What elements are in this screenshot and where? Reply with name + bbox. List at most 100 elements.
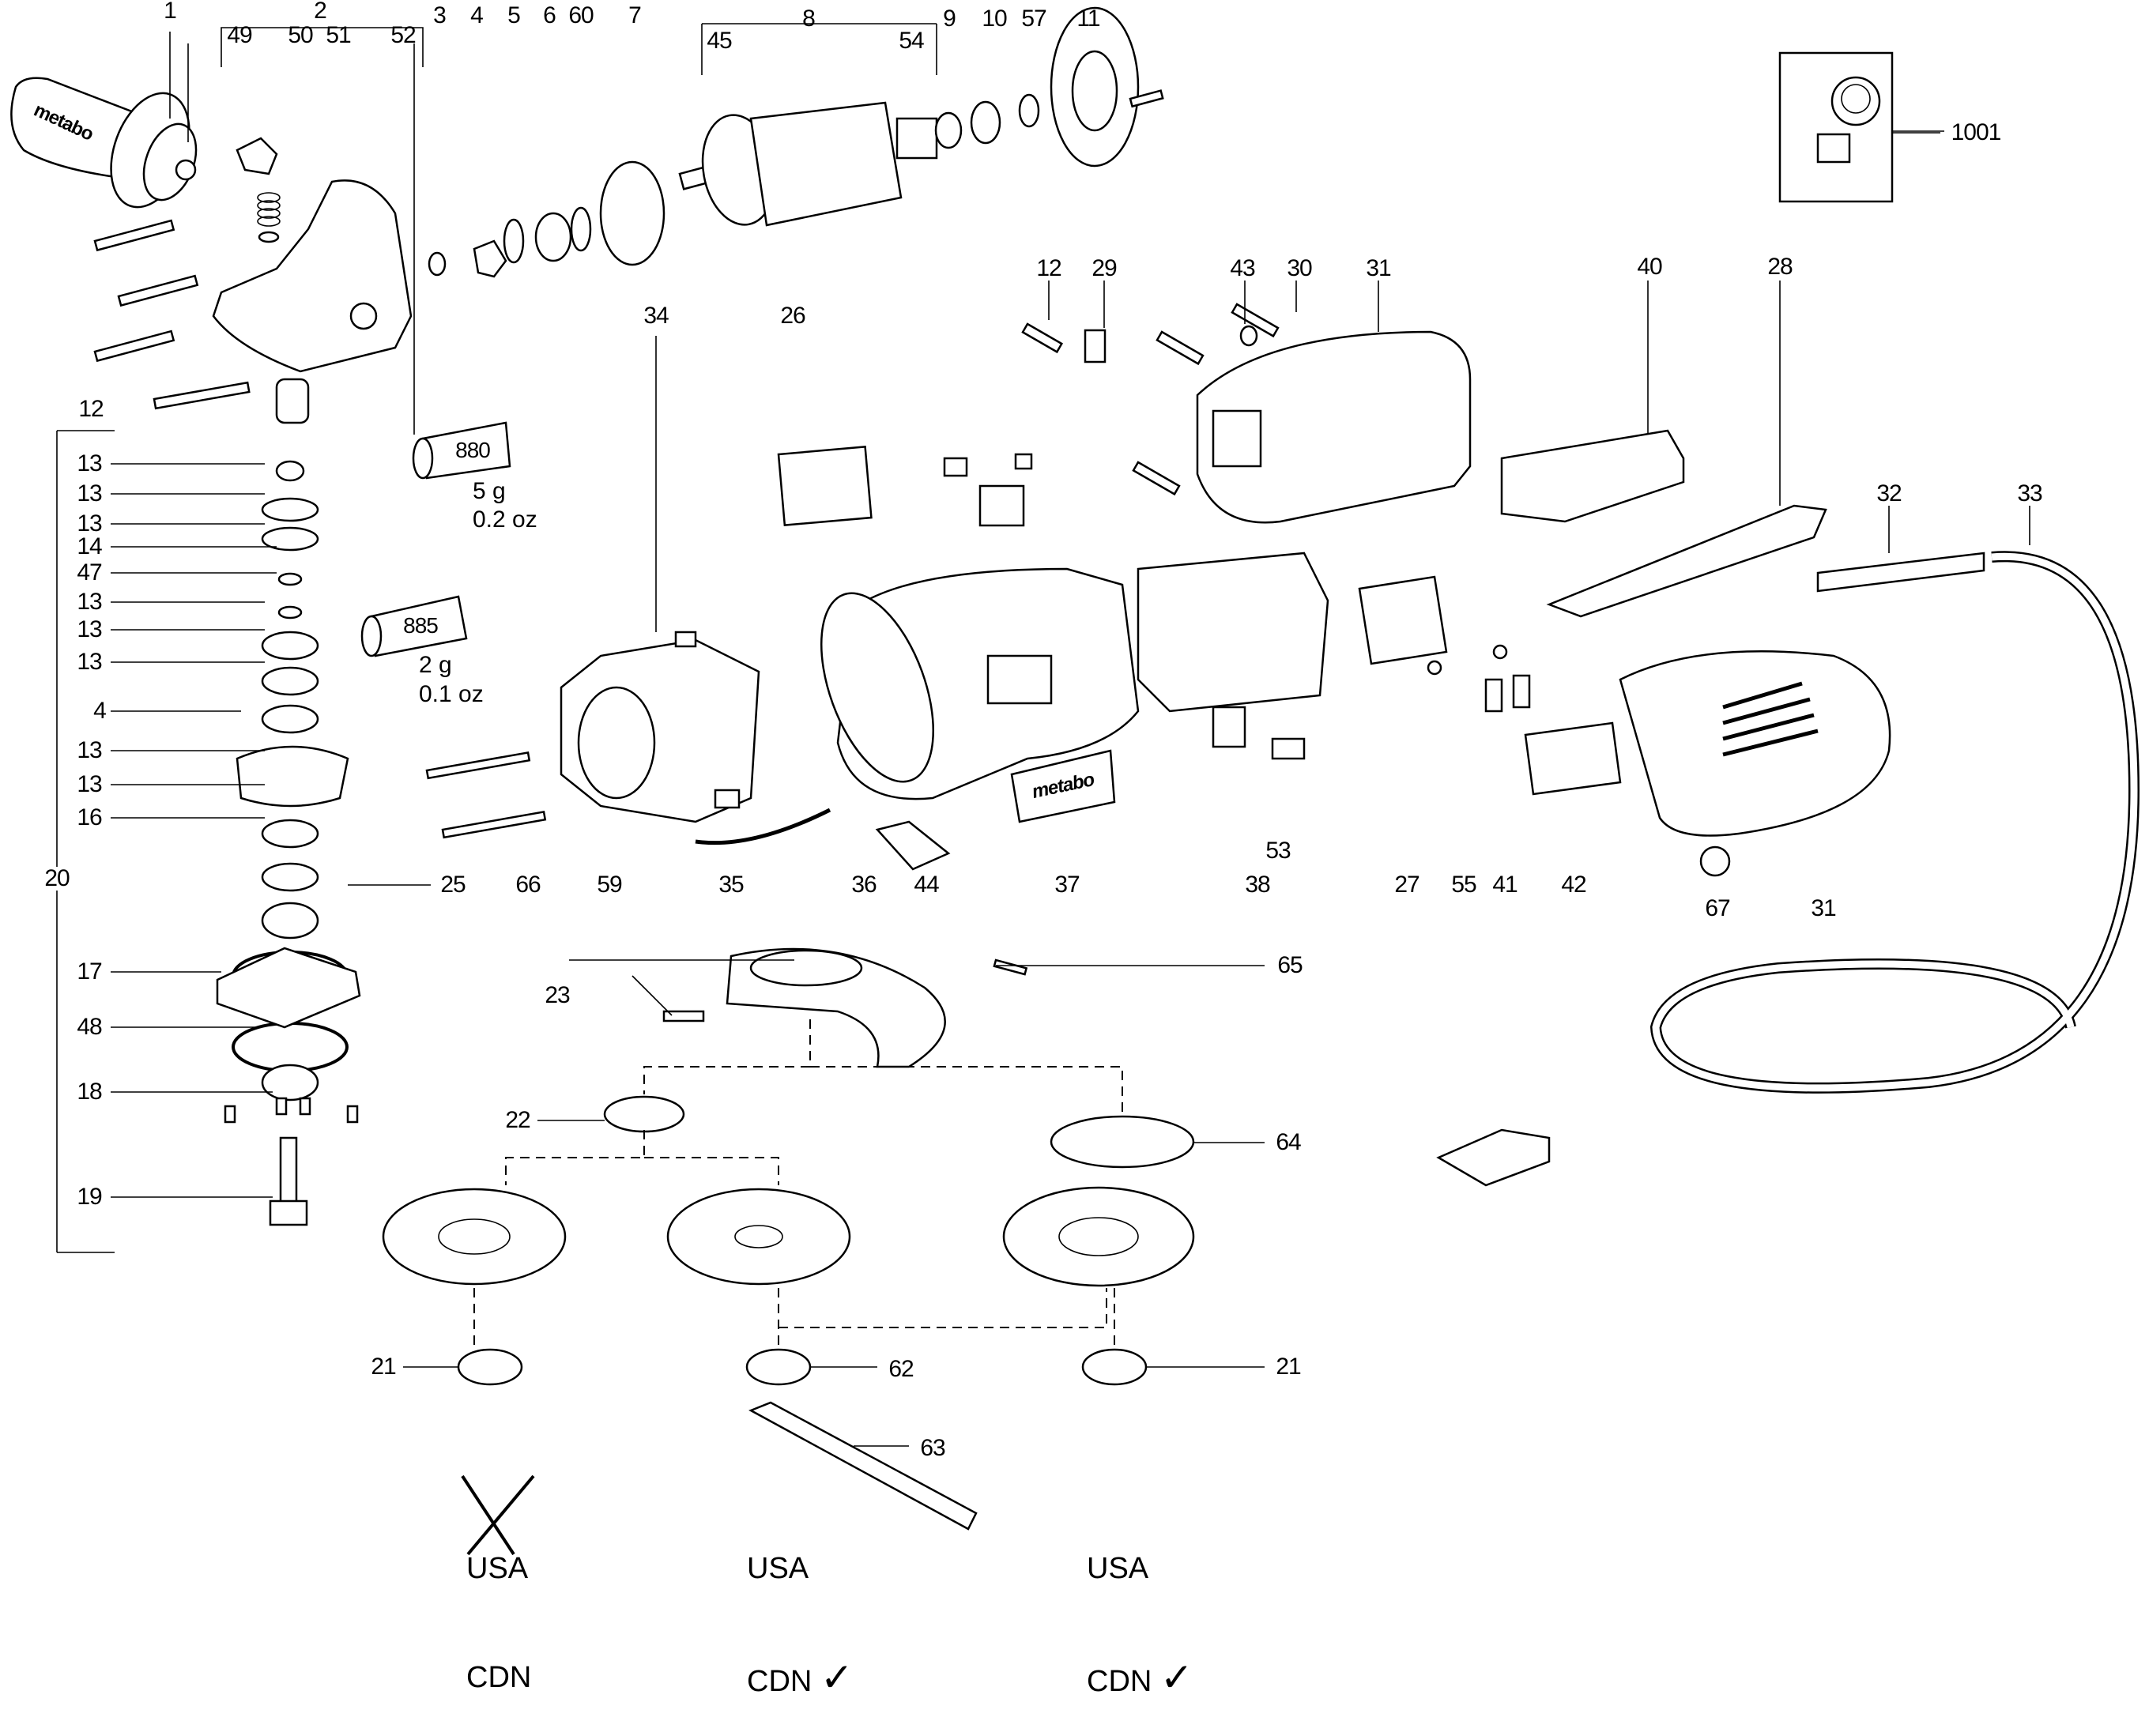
capacitor-42: [1524, 721, 1622, 796]
callout-8: 8: [802, 6, 816, 32]
market-mark-not-approved: USA CDN: [466, 1478, 531, 1732]
wrench-63: [748, 1401, 978, 1531]
switch-40: [1500, 429, 1685, 523]
callout-49: 49: [227, 22, 252, 48]
spindle-stack: [216, 378, 361, 1226]
handle-shell-31-right: [1619, 650, 1891, 837]
cross-mark: [461, 1474, 515, 1556]
grease-code-880: 880: [455, 438, 491, 462]
callout-13: 13: [77, 649, 102, 675]
diagram-artwork: [10, 6, 2140, 1556]
callout-5: 5: [507, 2, 521, 28]
side-handle: [10, 77, 198, 209]
callout-37: 37: [1054, 872, 1080, 898]
market-cdn: CDN: [466, 1661, 532, 1694]
grease-amount-oz: 0.2 oz: [473, 506, 537, 533]
part-49: [236, 137, 278, 175]
switch-rod-28: [1546, 504, 1827, 618]
callout-65: 65: [1277, 952, 1303, 978]
callout-13: 13: [77, 737, 102, 763]
grease-amount-g: 5 g: [473, 478, 506, 504]
vent-slots: [1722, 681, 1819, 757]
callout-48: 48: [77, 1014, 102, 1040]
leader-lines: [56, 23, 2030, 1447]
callout-30: 30: [1287, 255, 1312, 281]
flange-22: [603, 1095, 685, 1133]
callout-10: 10: [982, 6, 1007, 32]
callout-45: 45: [707, 28, 732, 54]
callout-13: 13: [77, 589, 102, 615]
handle-shell-31: [1196, 330, 1472, 524]
callout-11: 11: [1076, 6, 1100, 32]
dashed-connectors: [473, 1019, 1123, 1347]
screw-66: [425, 751, 531, 780]
callout-57: 57: [1021, 6, 1046, 32]
armature: [678, 93, 1040, 227]
callout-40: 40: [1637, 254, 1662, 280]
flange-64: [1050, 1115, 1195, 1169]
nut-62: [745, 1348, 812, 1386]
callout-25: 25: [440, 872, 466, 898]
screws-left: [93, 219, 251, 410]
callout-1001: 1001: [1951, 119, 2002, 145]
label-67: [1699, 845, 1731, 877]
callout-42: 42: [1561, 872, 1586, 898]
inset-frame: [1778, 51, 1894, 203]
callout-20: 20: [44, 865, 70, 891]
callout-33: 33: [2017, 480, 2042, 506]
callout-29: 29: [1091, 255, 1117, 281]
callout-41: 41: [1492, 872, 1517, 898]
callout-14: 14: [77, 533, 102, 559]
grease-tube-880: [412, 421, 511, 480]
callout-36: 36: [851, 872, 877, 898]
check-icon: ✓: [1159, 1655, 1193, 1700]
callout-60: 60: [568, 2, 594, 28]
callout-12: 12: [1036, 255, 1061, 281]
disc-left: [382, 1188, 567, 1286]
callout-67: 67: [1705, 895, 1730, 921]
callout-17: 17: [77, 958, 102, 985]
callout-54: 54: [899, 28, 924, 54]
washer-51: [258, 231, 280, 243]
callout-26: 26: [780, 303, 805, 329]
callout-7: 7: [628, 2, 642, 28]
callout-63: 63: [920, 1435, 945, 1461]
callout-21: 21: [371, 1354, 396, 1380]
grease-amount-g: 2 g: [419, 652, 452, 678]
callout-22: 22: [505, 1107, 530, 1133]
callout-9: 9: [943, 6, 956, 32]
callout-62: 62: [888, 1356, 914, 1382]
market-usa: USA: [466, 1552, 529, 1585]
metabo-label-37: [1010, 749, 1116, 823]
callout-27: 27: [1394, 872, 1419, 898]
market-mark-approved: USA CDN ✓: [1087, 1478, 1193, 1736]
nut-3: [428, 251, 447, 277]
callout-13: 13: [77, 510, 102, 537]
brush-holder-29: [1084, 329, 1107, 363]
callout-52: 52: [390, 22, 416, 48]
callout-31: 31: [1811, 895, 1836, 921]
callout-16: 16: [77, 804, 102, 830]
callout-53: 53: [1265, 838, 1291, 864]
callout-18: 18: [77, 1079, 102, 1105]
grease-amount-oz: 0.1 oz: [419, 681, 484, 707]
callout-2: 2: [314, 0, 327, 24]
callout-35: 35: [718, 872, 744, 898]
callout-64: 64: [1276, 1129, 1301, 1155]
market-usa: USA: [747, 1552, 809, 1585]
market-usa: USA: [1087, 1552, 1149, 1585]
callout-13: 13: [77, 771, 102, 797]
callout-1: 1: [164, 0, 177, 24]
callout-13: 13: [77, 480, 102, 506]
pinion-4: [473, 239, 507, 278]
callout-47: 47: [77, 559, 102, 586]
callout-28: 28: [1767, 254, 1793, 280]
disc-right: [1002, 1186, 1195, 1287]
callout-31: 31: [1366, 255, 1391, 281]
callout-44: 44: [914, 872, 939, 898]
callout-66: 66: [515, 872, 541, 898]
label-26: [777, 446, 873, 527]
callout-21: 21: [1276, 1354, 1301, 1380]
washer-5: [503, 218, 525, 264]
disc-middle: [666, 1188, 851, 1286]
